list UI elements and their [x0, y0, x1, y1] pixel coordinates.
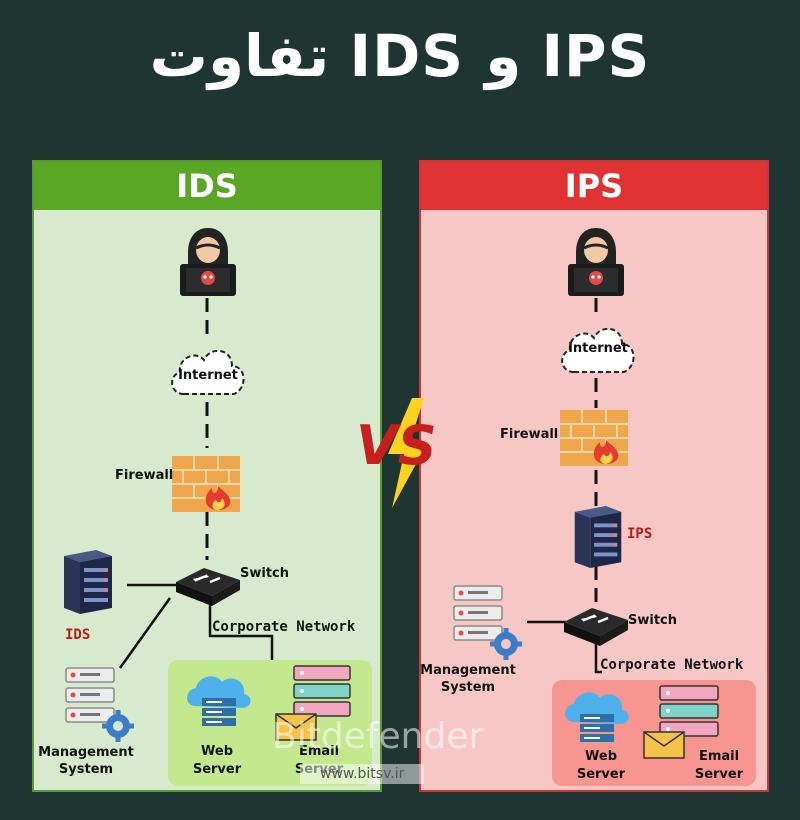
ips-email-label: Email Server: [694, 749, 744, 782]
management-server-icon: [65, 667, 134, 742]
vs-badge-text: VS: [356, 414, 437, 477]
ips-switch-label: Switch: [628, 613, 678, 628]
ips-panel-header: IPS: [421, 162, 767, 210]
ids-web-label: Web Server: [192, 744, 242, 777]
vs-badge: VS: [356, 398, 437, 508]
server-rack-icon: [574, 506, 622, 568]
ids-firewall-label: Firewall: [115, 468, 174, 483]
ips-corporate-label: Corporate Network: [600, 657, 744, 673]
ids-corporate-label: Corporate Network: [212, 619, 356, 635]
ips-management-label: Management System: [420, 663, 516, 695]
ids-internet-label: Internet: [178, 368, 238, 383]
ids-management-label: Management System: [38, 745, 134, 777]
switch-icon: [564, 608, 628, 646]
switch-icon: [176, 568, 240, 606]
ips-web-label: Web Server: [576, 749, 626, 782]
management-server-icon: [453, 585, 522, 660]
hacker-icon: [180, 228, 236, 296]
web-server-icon: [187, 676, 251, 726]
ids-device-label: IDS: [65, 627, 91, 643]
firewall-icon: [172, 456, 240, 512]
firewall-icon: [560, 410, 628, 466]
ips-internet-label: Internet: [568, 341, 628, 356]
email-server-icon: [643, 685, 719, 759]
ids-panel-header: IDS: [34, 162, 380, 210]
watermark-url: www.bitsv.ir: [300, 764, 425, 784]
hacker-icon: [568, 228, 624, 296]
ids-switch-label: Switch: [240, 566, 290, 581]
email-server-icon: [275, 665, 351, 741]
ips-device-label: IPS: [627, 526, 653, 542]
cloud-icon: [171, 350, 245, 395]
page-title: تفاوت IDS و IPS: [149, 22, 651, 90]
ips-firewall-label: Firewall: [500, 427, 559, 442]
web-server-icon: [565, 692, 629, 742]
cloud-icon: [561, 328, 635, 373]
server-rack-icon: [64, 550, 112, 614]
watermark-brand: Bitdefender: [272, 716, 484, 757]
